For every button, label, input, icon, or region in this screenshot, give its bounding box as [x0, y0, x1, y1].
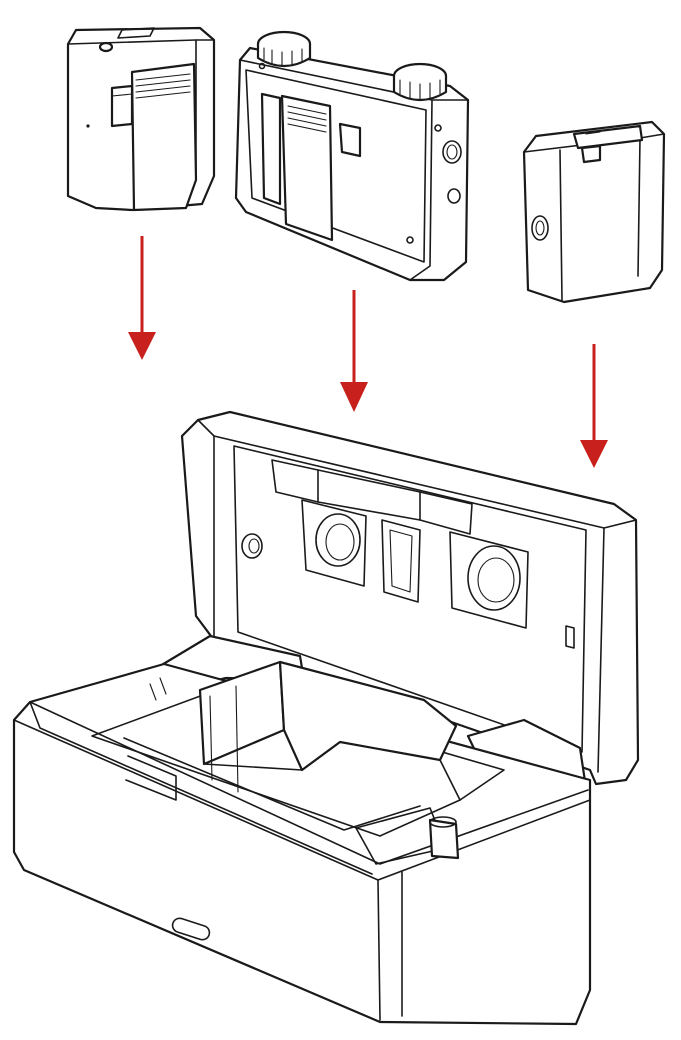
charging-case: [12, 410, 640, 1026]
receiver-center: [234, 30, 470, 282]
arrow-right: [580, 344, 608, 468]
arrow-left: [128, 236, 156, 360]
case-base: [12, 660, 592, 1026]
arrow-center: [340, 290, 368, 412]
transmitter-left: [66, 26, 216, 212]
transmitter-right: [522, 120, 666, 304]
